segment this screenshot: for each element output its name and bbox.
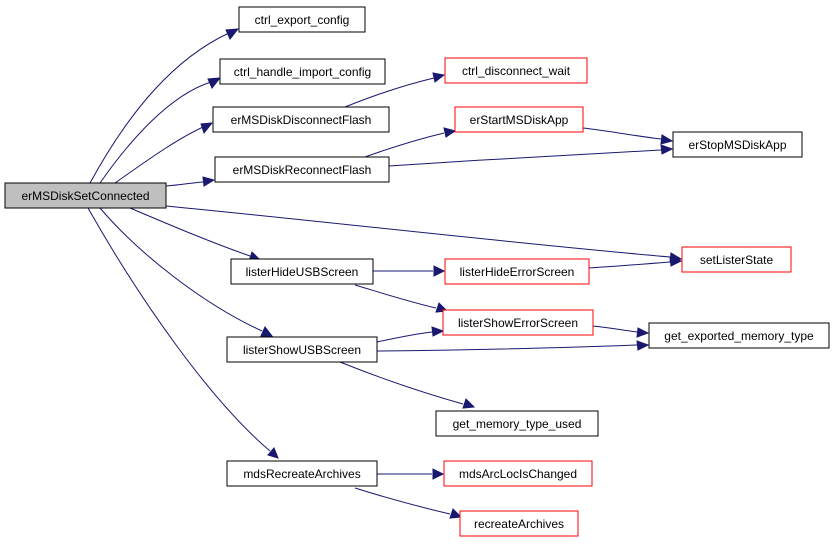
node-label: get_memory_type_used	[453, 417, 582, 431]
node-label: ctrl_disconnect_wait	[462, 64, 571, 78]
arrowhead	[669, 256, 683, 267]
node-label: erMSDiskReconnectFlash	[233, 163, 372, 177]
arrowhead	[462, 398, 476, 409]
node-erStopMSDiskApp[interactable]: erStopMSDiskApp	[672, 131, 803, 158]
arrowhead	[267, 447, 279, 459]
arrowhead	[443, 127, 457, 138]
edge-show-err-exported-mem	[592, 325, 638, 333]
node-label: listerShowUSBScreen	[243, 343, 361, 357]
arrowhead	[202, 176, 216, 187]
node-ctrl-handle-import-config[interactable]: ctrl_handle_import_config	[219, 58, 386, 85]
node-label: ctrl_handle_import_config	[234, 65, 371, 79]
arrowhead	[660, 144, 674, 155]
arrowhead	[660, 134, 674, 145]
arrowhead	[432, 72, 446, 83]
node-label: setListerState	[700, 253, 774, 267]
node-label: recreateArchives	[474, 517, 564, 531]
arrowhead	[432, 468, 445, 480]
edge-hide-err-set-lister	[588, 261, 671, 269]
arrowhead	[431, 326, 445, 337]
node-label: listerShowErrorScreen	[458, 316, 578, 330]
node-get-memory-type-used[interactable]: get_memory_type_used	[435, 410, 599, 437]
node-recreateArchives[interactable]: recreateArchives	[459, 510, 579, 537]
arrowhead	[260, 326, 274, 337]
edge-reconnect-start-app	[364, 132, 445, 158]
nodes: erMSDiskSetConnected ctrl_export_config …	[4, 6, 830, 537]
arrowhead	[225, 28, 240, 40]
edge-show-usb-mem-used	[339, 361, 464, 405]
node-ctrl-export-config[interactable]: ctrl_export_config	[238, 6, 366, 33]
edge-show-usb-show-err	[376, 331, 433, 343]
node-label: get_exported_memory_type	[664, 329, 814, 343]
node-listerHideErrorScreen[interactable]: listerHideErrorScreen	[444, 258, 590, 285]
arrowhead	[636, 340, 650, 351]
node-label: erMSDiskSetConnected	[21, 189, 149, 203]
edges	[87, 28, 683, 519]
edge-root-disconnect-flash	[114, 126, 204, 184]
node-ctrl-disconnect-wait[interactable]: ctrl_disconnect_wait	[444, 57, 588, 84]
node-label: erStopMSDiskApp	[688, 138, 786, 152]
node-label: erMSDiskDisconnectFlash	[231, 113, 372, 127]
edge-root-reconnect-flash	[165, 181, 204, 187]
edge-root-recreate-archives	[87, 207, 271, 452]
node-erMSDiskReconnectFlash[interactable]: erMSDiskReconnectFlash	[214, 156, 390, 183]
edge-reconnect-stop-app	[388, 149, 662, 167]
edge-disconnect-flash-wait	[344, 77, 435, 108]
edge-root-export-config	[89, 32, 230, 184]
node-setListerState[interactable]: setListerState	[681, 246, 792, 273]
node-erStartMSDiskApp[interactable]: erStartMSDiskApp	[454, 106, 584, 133]
node-listerShowUSBScreen[interactable]: listerShowUSBScreen	[226, 336, 378, 363]
edge-start-stop-app	[582, 127, 662, 140]
edge-show-usb-exported-mem	[376, 344, 638, 352]
edge-hide-usb-show-err	[354, 284, 437, 309]
arrowhead	[449, 508, 463, 519]
node-label: erStartMSDiskApp	[470, 113, 569, 127]
node-listerShowErrorScreen[interactable]: listerShowErrorScreen	[442, 309, 594, 336]
arrowhead	[207, 77, 222, 89]
node-label: mdsArcLocIsChanged	[459, 467, 577, 481]
node-label: mdsRecreateArchives	[243, 467, 360, 481]
edge-root-set-lister	[165, 205, 671, 258]
edge-root-show-usb	[99, 207, 263, 332]
node-mdsArcLocIsChanged[interactable]: mdsArcLocIsChanged	[443, 460, 593, 487]
arrowhead	[636, 327, 650, 338]
node-mdsRecreateArchives[interactable]: mdsRecreateArchives	[226, 460, 378, 487]
edge-root-import-config	[99, 81, 212, 184]
node-label: ctrl_export_config	[255, 13, 350, 27]
node-erMSDiskDisconnectFlash[interactable]: erMSDiskDisconnectFlash	[212, 106, 390, 133]
node-label: listerHideErrorScreen	[460, 265, 575, 279]
node-get-exported-memory-type[interactable]: get_exported_memory_type	[648, 322, 830, 349]
edge-recreate-recreate-archives	[354, 487, 451, 515]
arrowhead	[433, 265, 446, 277]
node-label: listerHideUSBScreen	[246, 265, 359, 279]
node-erMSDiskSetConnected[interactable]: erMSDiskSetConnected	[4, 182, 167, 209]
edge-root-hide-usb	[129, 207, 251, 257]
arrowhead	[200, 122, 214, 135]
node-listerHideUSBScreen[interactable]: listerHideUSBScreen	[230, 258, 374, 285]
